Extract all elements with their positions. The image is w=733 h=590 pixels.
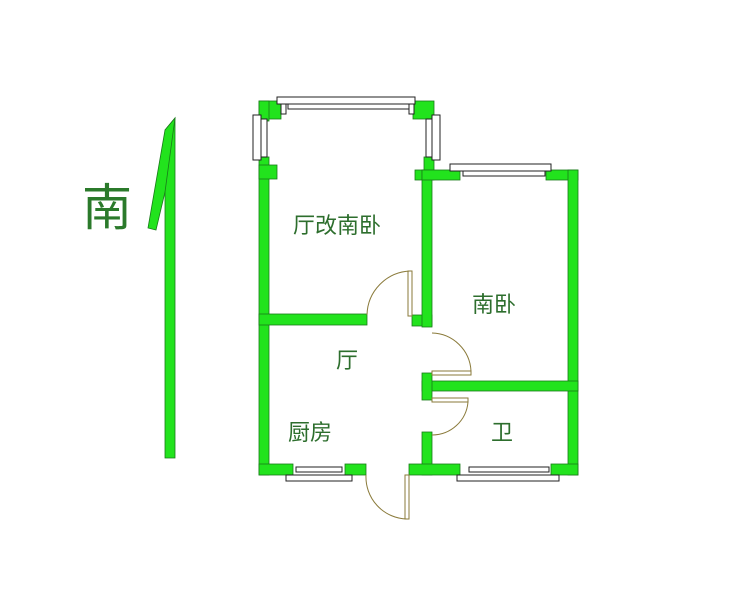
room-label-kitchen: 厨房 <box>288 421 333 446</box>
compass-label: 南 <box>82 179 132 237</box>
room-label-hall: 厅 <box>336 349 359 374</box>
room-label-living-converted: 厅改南卧 <box>293 214 382 239</box>
windows <box>252 96 560 482</box>
doors <box>365 270 472 520</box>
north-arrow-icon <box>147 116 176 459</box>
room-label-bathroom: 卫 <box>491 421 514 446</box>
room-label-south-bedroom: 南卧 <box>472 293 517 318</box>
